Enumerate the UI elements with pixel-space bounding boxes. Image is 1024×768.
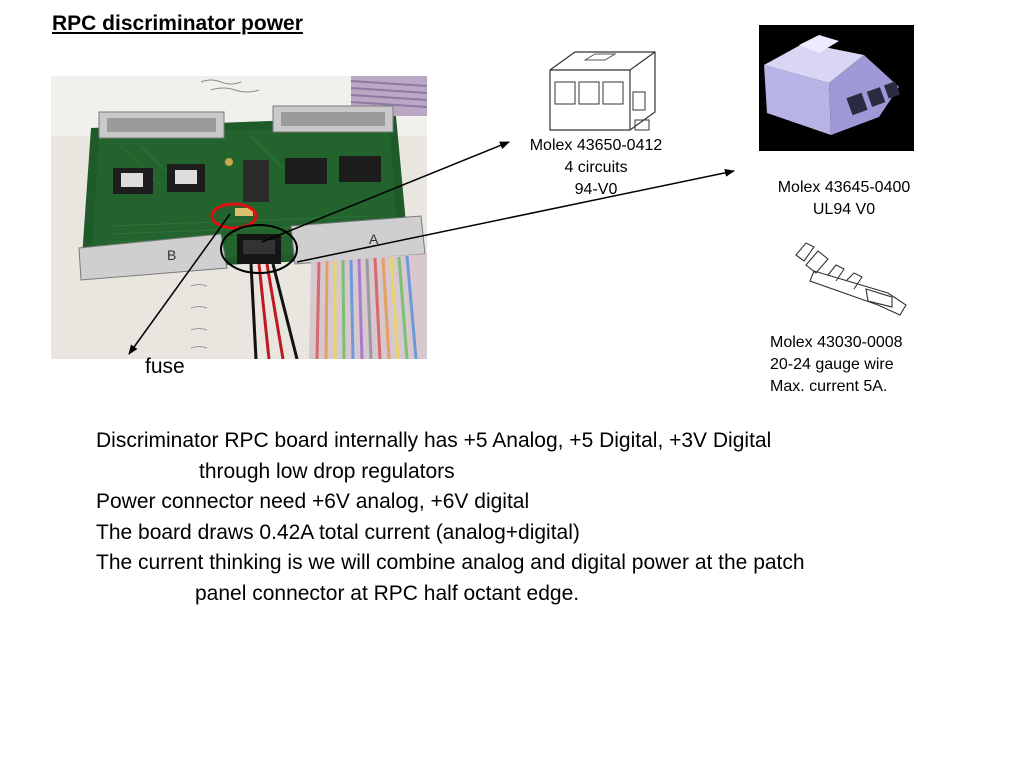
body-text: Discriminator RPC board internally has +…: [96, 426, 996, 609]
slide-title: RPC discriminator power: [52, 12, 303, 35]
molex-43650-caption: Molex 43650-0412 4 circuits 94-V0: [510, 135, 682, 201]
molex-43030-terminal-image: [788, 235, 913, 320]
fuse-label: fuse: [145, 355, 185, 378]
body-line-2: through low drop regulators: [199, 459, 455, 483]
molex-43645-part-number: Molex 43645-0400: [777, 179, 911, 196]
molex-43645-rating: UL94 V0: [812, 201, 876, 218]
molex-43030-caption: Molex 43030-0008 20-24 gauge wire Max. c…: [770, 332, 903, 398]
silkscreen-b: B: [167, 247, 176, 263]
molex-43650-rating: 94-V0: [574, 181, 618, 198]
molex-43030-part-number: Molex 43030-0008: [770, 334, 903, 351]
molex-43030-wire-gauge: 20-24 gauge wire: [770, 356, 894, 373]
fuse-highlight-circle: [210, 202, 258, 230]
silkscreen-a: A: [369, 231, 379, 247]
body-line-5: The current thinking is we will combine …: [96, 551, 805, 574]
molex-43645-caption: Molex 43645-0400 UL94 V0: [755, 177, 933, 221]
molex-43650-circuits: 4 circuits: [564, 159, 628, 176]
connector-highlight-circle: [220, 224, 298, 274]
arrow-to-molex-43650: [261, 141, 510, 243]
molex-43645-image: [759, 25, 914, 151]
body-line-3: Power connector need +6V analog, +6V dig…: [96, 490, 530, 513]
body-line-1: Discriminator RPC board internally has +…: [96, 429, 772, 452]
molex-43650-part-number: Molex 43650-0412: [529, 137, 663, 154]
molex-43030-max-current: Max. current 5A.: [770, 378, 888, 395]
body-line-6: panel connector at RPC half octant edge.: [195, 581, 580, 605]
arrow-to-molex-43645: [296, 168, 735, 263]
arrow-to-fuse-label: [128, 213, 231, 355]
body-line-4: The board draws 0.42A total current (ana…: [96, 520, 580, 544]
board-photo: B A: [51, 76, 427, 359]
molex-43650-image: [545, 42, 660, 137]
